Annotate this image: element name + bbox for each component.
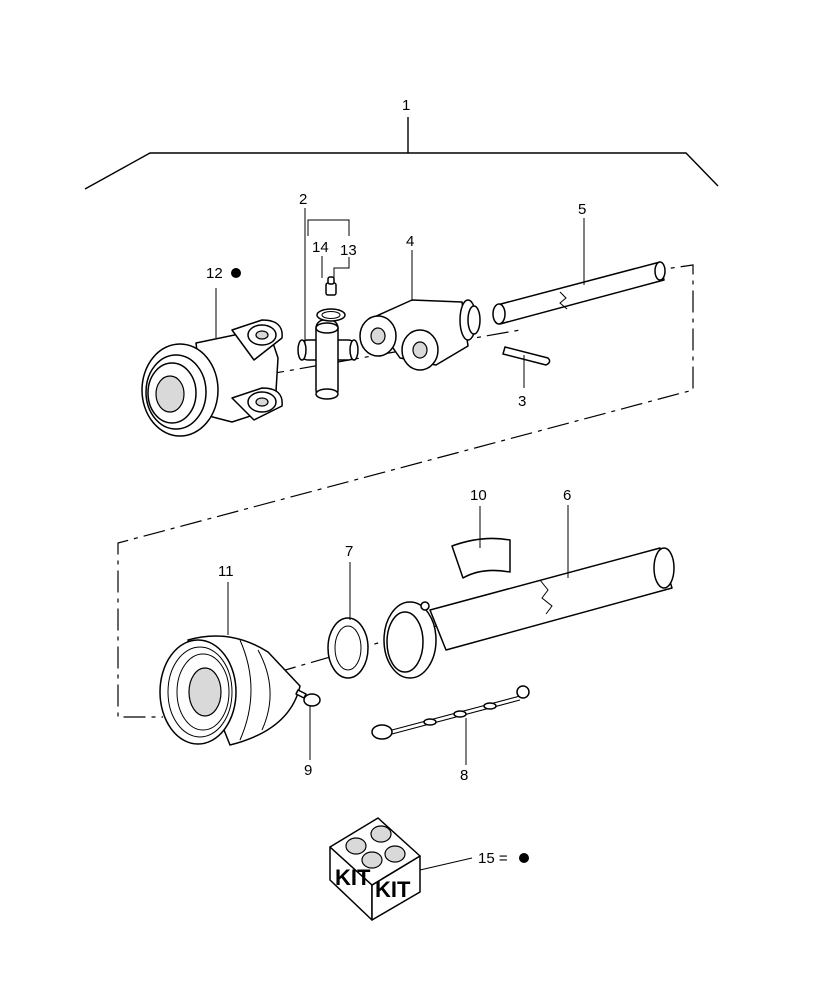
part-3-roll-pin — [502, 346, 551, 366]
callout-7: 7 — [345, 543, 353, 560]
callout-15: 15 = — [478, 850, 508, 867]
callout-2: 2 — [299, 191, 307, 208]
part-7-bearing-ring — [327, 617, 369, 679]
callout-9: 9 — [304, 762, 312, 779]
part-11-bellows-guard — [159, 635, 301, 746]
callout-4: 4 — [406, 233, 414, 250]
part-9-screw — [295, 689, 321, 707]
part-4-inner-yoke — [359, 299, 481, 371]
leader-lines — [215, 208, 585, 871]
assembly-bracket — [84, 117, 719, 190]
callout-13: 13 — [340, 242, 357, 259]
callout-5: 5 — [578, 201, 586, 218]
part-8-safety-chain — [371, 685, 530, 740]
callout-labels: 1 2 14 13 4 5 12 3 10 6 7 11 9 8 15 = — [206, 97, 586, 867]
part-14-circlip — [316, 308, 346, 322]
part-13-grease-nipple — [325, 276, 337, 296]
callout-15-bullet — [519, 853, 529, 863]
part-2-cross-journal — [297, 319, 359, 400]
callout-1: 1 — [402, 97, 410, 114]
callout-14: 14 — [312, 239, 329, 256]
callout-12: 12 — [206, 265, 223, 282]
callout-12-bullet — [231, 268, 241, 278]
part-10-label — [451, 537, 511, 579]
part-15-kit-box: KIT KIT — [329, 817, 421, 921]
callout-11: 11 — [218, 563, 234, 580]
callout-6: 6 — [563, 487, 571, 504]
callout-10: 10 — [470, 487, 487, 504]
part-12-outer-yoke — [141, 319, 283, 437]
callout-8: 8 — [460, 767, 468, 784]
callout-3: 3 — [518, 393, 526, 410]
part-5-inner-tube — [492, 261, 666, 325]
kit-label-left: KIT — [335, 865, 371, 890]
kit-label-right: KIT — [375, 877, 411, 902]
part-6-outer-guard-tube — [383, 547, 675, 679]
